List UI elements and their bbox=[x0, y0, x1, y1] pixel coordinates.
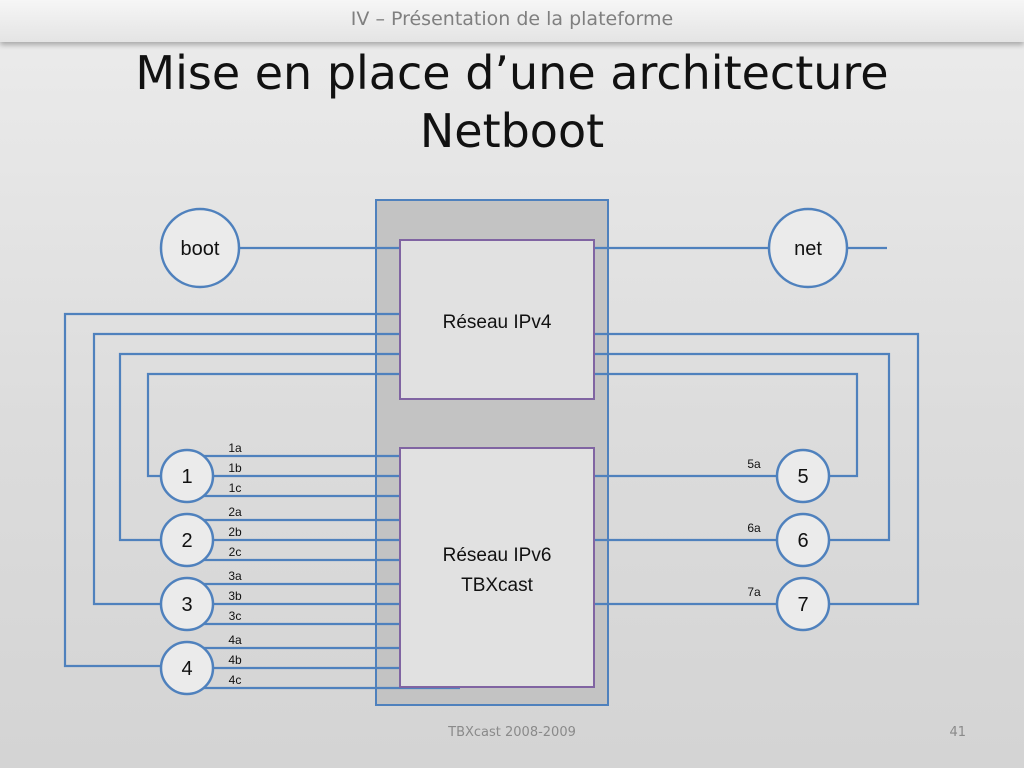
node-3: 3 bbox=[159, 576, 215, 632]
port-label-2a: 2a bbox=[228, 505, 242, 519]
node-7: 7 bbox=[775, 576, 831, 632]
line-1-ipv4 bbox=[146, 372, 400, 478]
node-7-circle bbox=[775, 576, 831, 632]
node-4: 4 bbox=[159, 640, 215, 696]
line-6-ipv4 bbox=[594, 352, 891, 542]
port-label-4c: 4c bbox=[229, 673, 242, 687]
page-number: 41 bbox=[949, 725, 966, 740]
port-label-1a: 1a bbox=[228, 441, 242, 455]
section-header: IV – Présentation de la plateforme bbox=[350, 8, 674, 30]
port-label-6a: 6a bbox=[747, 521, 761, 535]
node-5-label: 5 bbox=[797, 466, 808, 488]
node-5-circle bbox=[775, 448, 831, 504]
node-6: 6 bbox=[775, 512, 831, 568]
node-2-label: 2 bbox=[181, 530, 192, 552]
nodes-layer: boot net 1 1a 1b 1c 2 2a 2b 2c 3 3a 3b 3c 4 4a 4b 4c 5 5a 6 6… bbox=[159, 207, 849, 696]
port-label-4b: 4b bbox=[228, 653, 242, 667]
port-label-1c: 1c bbox=[229, 481, 242, 495]
node-boot: boot bbox=[159, 207, 241, 289]
node-3-circle bbox=[159, 576, 215, 632]
slide-title: Mise en place d’une architecture Netboot bbox=[0, 44, 1024, 160]
port-label-7a: 7a bbox=[747, 585, 761, 599]
ipv6-box bbox=[399, 447, 595, 688]
port-label-2b: 2b bbox=[228, 525, 242, 539]
ipv6-label-line2: TBXcast bbox=[461, 575, 534, 596]
line-5-ipv4 bbox=[594, 372, 859, 478]
port-label-3b: 3b bbox=[228, 589, 242, 603]
line-3-ipv4 bbox=[92, 332, 400, 606]
node-2-circle bbox=[159, 512, 215, 568]
port-label-3c: 3c bbox=[229, 609, 242, 623]
connection-lines bbox=[63, 246, 920, 690]
port-label-3a: 3a bbox=[228, 569, 242, 583]
node-1: 1 bbox=[159, 448, 215, 504]
node-4-label: 4 bbox=[181, 658, 192, 680]
ipv4-box bbox=[399, 239, 595, 400]
node-boot-circle bbox=[159, 207, 241, 289]
node-boot-label: boot bbox=[181, 238, 220, 260]
header-band bbox=[0, 0, 1024, 42]
node-4-circle bbox=[159, 640, 215, 696]
node-net: net bbox=[767, 207, 849, 289]
node-2: 2 bbox=[159, 512, 215, 568]
title-line-1: Mise en place d’une architecture bbox=[135, 46, 889, 100]
port-label-5a: 5a bbox=[747, 457, 761, 471]
line-7-ipv4 bbox=[594, 332, 920, 606]
node-net-circle bbox=[767, 207, 849, 289]
title-line-2: Netboot bbox=[419, 104, 605, 158]
node-7-label: 7 bbox=[797, 594, 808, 616]
line-4-ipv4 bbox=[63, 312, 400, 668]
node-6-label: 6 bbox=[797, 530, 808, 552]
node-6-circle bbox=[775, 512, 831, 568]
port-label-2c: 2c bbox=[229, 545, 242, 559]
node-5: 5 bbox=[775, 448, 831, 504]
line-2-ipv4 bbox=[118, 352, 400, 542]
node-1-label: 1 bbox=[181, 466, 192, 488]
node-1-circle bbox=[159, 448, 215, 504]
ipv4-label: Réseau IPv4 bbox=[443, 312, 552, 333]
ipv6-label-line1: Réseau IPv6 bbox=[443, 545, 552, 566]
port-label-4a: 4a bbox=[228, 633, 242, 647]
port-label-1b: 1b bbox=[228, 461, 242, 475]
footer-text: TBXcast 2008-2009 bbox=[448, 725, 576, 740]
node-3-label: 3 bbox=[181, 594, 192, 616]
node-net-label: net bbox=[794, 238, 822, 260]
